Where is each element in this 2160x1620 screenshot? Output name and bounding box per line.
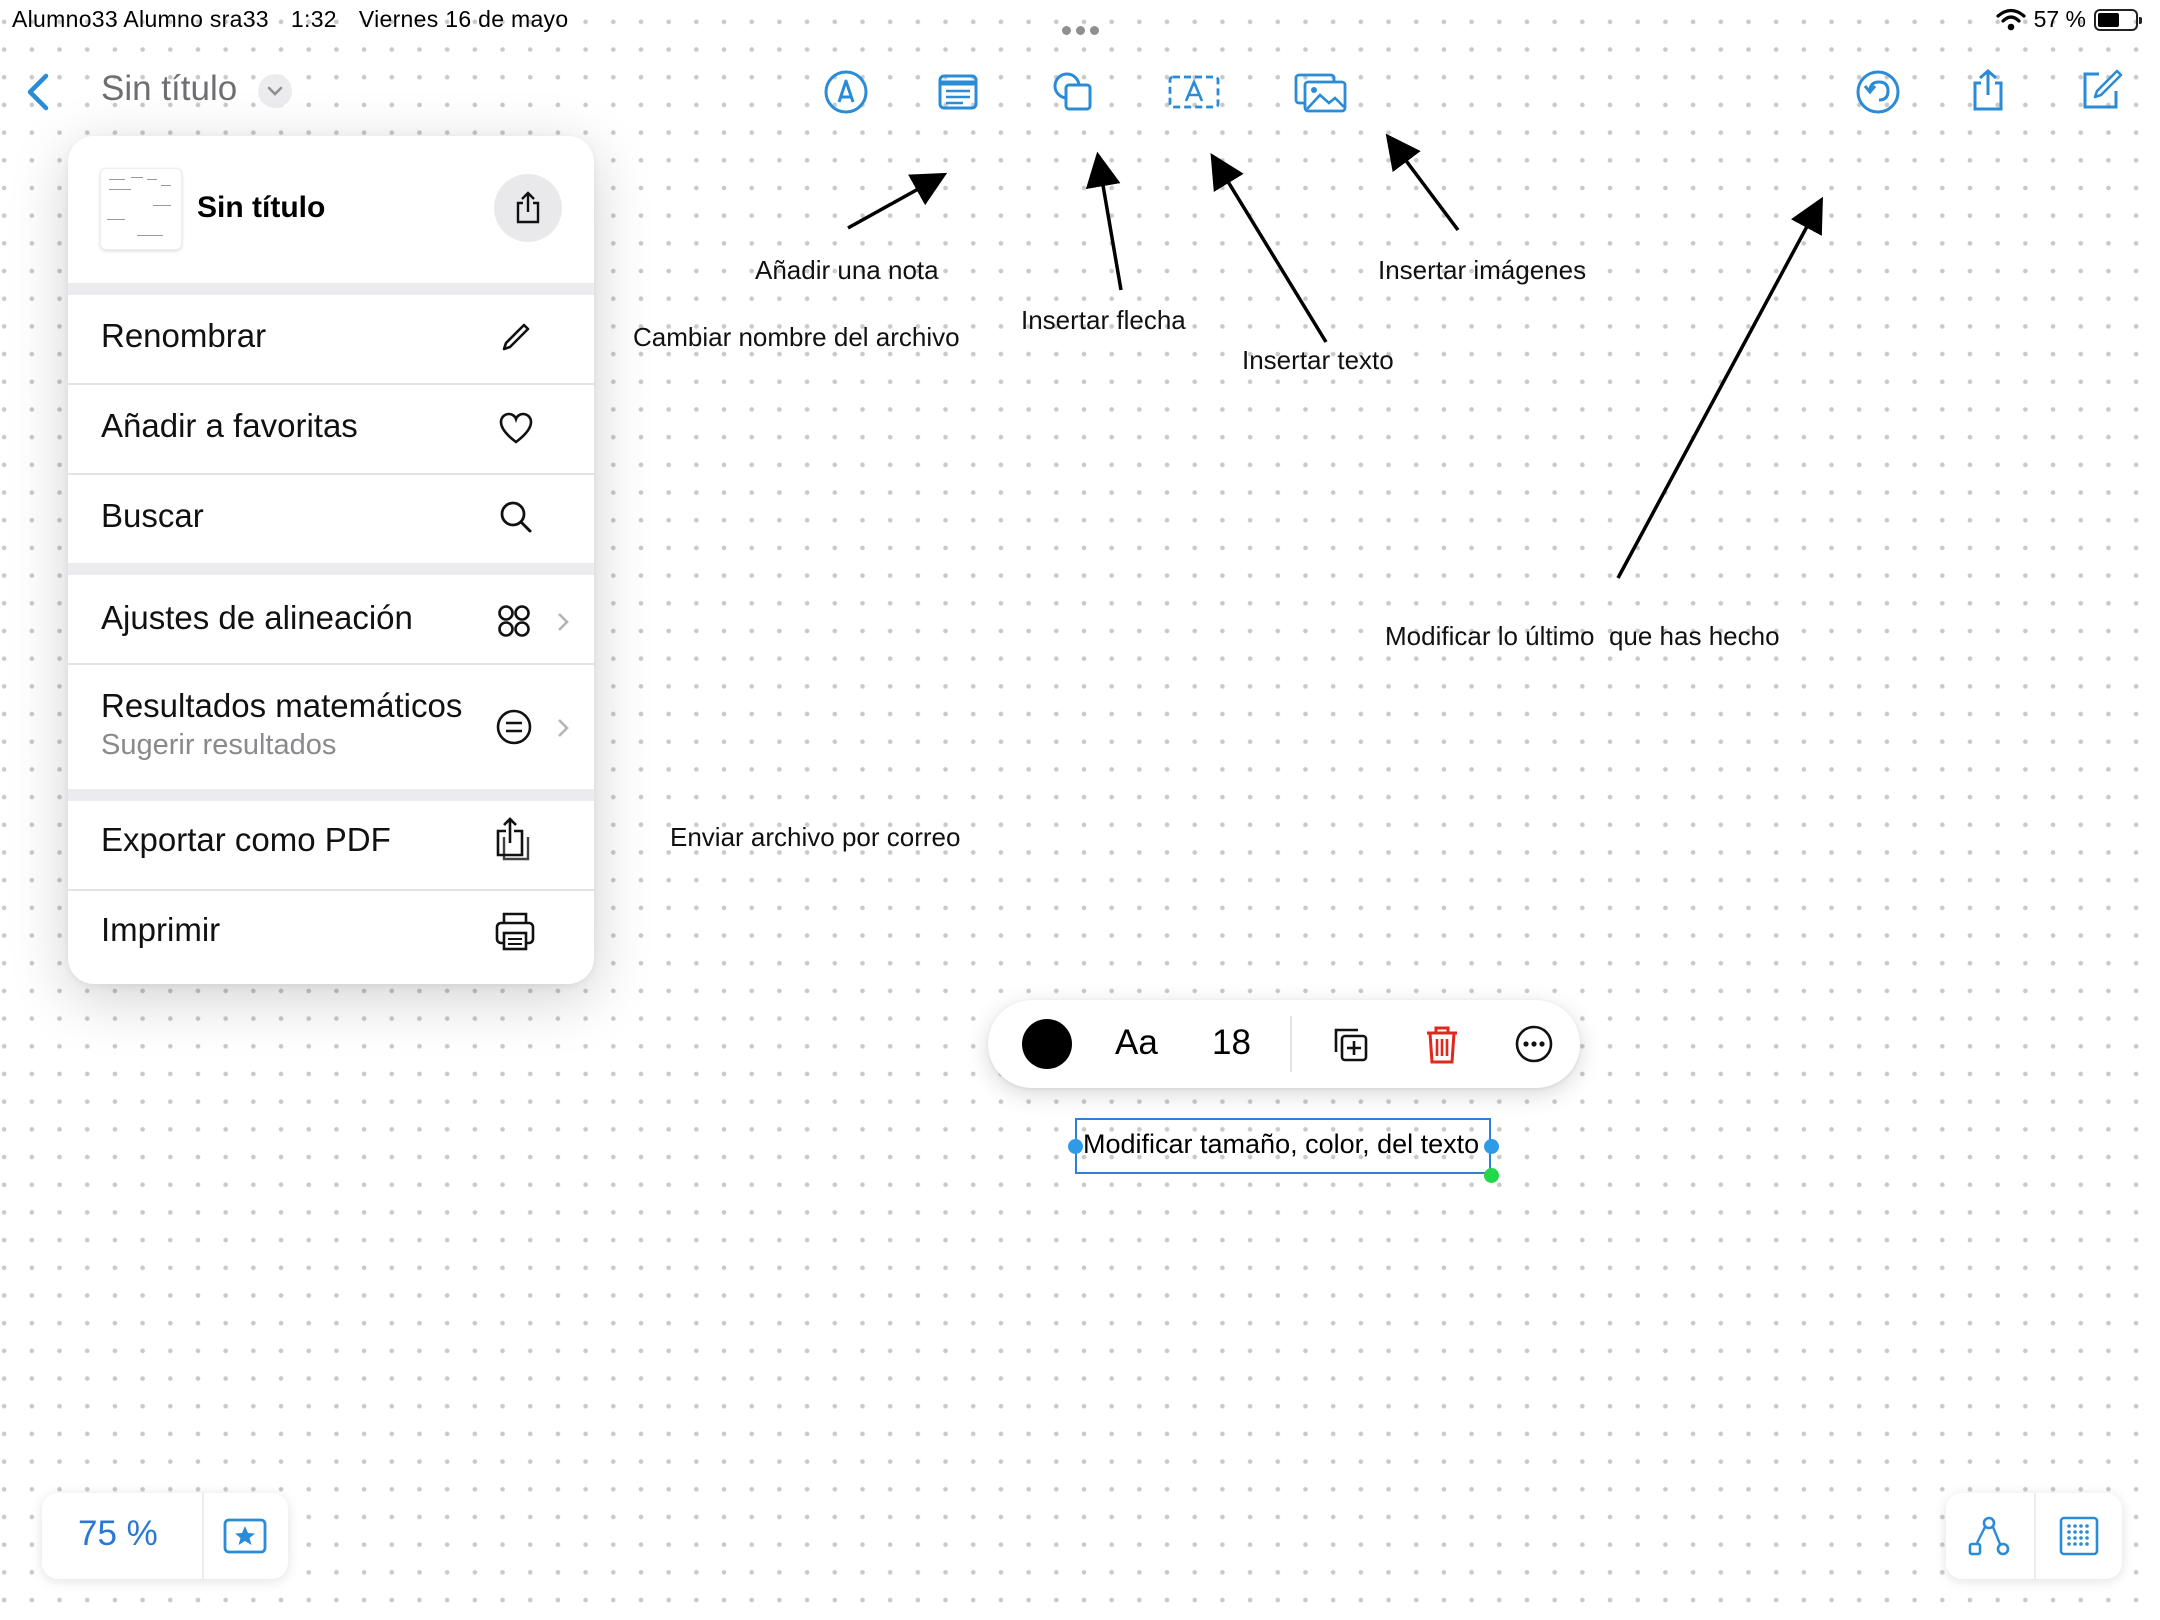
menu-item-label: Ajustes de alineación (101, 599, 413, 636)
menu-item-label: Imprimir (101, 911, 221, 948)
chevron-right-icon (558, 719, 569, 737)
compose-icon[interactable] (2070, 60, 2130, 120)
menu-item-export-pdf[interactable]: Exportar como PDF (68, 801, 594, 889)
battery-percent: 57 % (2033, 6, 2086, 32)
menu-item-label: Exportar como PDF (101, 821, 391, 858)
resize-handle-corner[interactable] (1484, 1168, 1499, 1183)
annotation-text[interactable]: Insertar texto (1242, 345, 1394, 375)
menu-separator (68, 789, 594, 801)
status-time: 1:32 (290, 6, 337, 32)
text-box-icon[interactable] (1164, 62, 1224, 122)
zoom-level[interactable]: 75 % (78, 1514, 158, 1553)
battery-icon (2094, 8, 2142, 31)
menu-share-button[interactable] (494, 174, 562, 242)
image-icon[interactable] (1290, 62, 1350, 122)
status-date: Viernes 16 de mayo (358, 6, 569, 32)
pencil-icon (502, 323, 530, 351)
menu-document-title: Sin título (197, 191, 326, 224)
printer-icon (495, 912, 535, 951)
note-icon[interactable] (928, 62, 988, 122)
menu-item-add-favorite[interactable]: Añadir a favoritas (68, 385, 594, 473)
undo-icon[interactable] (1848, 62, 1908, 122)
export-icon (496, 817, 530, 861)
document-thumbnail (100, 168, 182, 250)
connectors-icon[interactable] (1966, 1513, 2012, 1559)
bottom-right-controls (1946, 1493, 2122, 1579)
menu-divider (68, 663, 594, 665)
back-chevron-icon[interactable] (18, 68, 58, 116)
font-size-button[interactable]: 18 (1212, 1023, 1251, 1062)
annotation-arrow[interactable]: Insertar flecha (1021, 305, 1186, 335)
annotation-images[interactable]: Insertar imágenes (1378, 255, 1587, 285)
arrow-to-undo (1616, 196, 1823, 579)
share-icon (516, 191, 540, 224)
pen-marker-icon[interactable] (816, 62, 876, 122)
text-format-toolbar: Aa 18 (988, 1000, 1580, 1088)
search-icon (500, 501, 532, 533)
menu-item-label: Resultados matemáticos (101, 687, 463, 724)
menu-separator (68, 283, 594, 295)
shapes-icon[interactable] (1043, 62, 1103, 122)
controls-divider (2034, 1493, 2036, 1579)
annotation-note[interactable]: Añadir una nota (755, 255, 939, 285)
duplicate-icon[interactable] (1328, 1022, 1372, 1066)
menu-divider (68, 473, 594, 475)
menu-item-label: Buscar (101, 497, 204, 534)
menu-item-label: Renombrar (101, 317, 267, 354)
title-menu-chevron-icon[interactable] (258, 74, 292, 108)
menu-item-search[interactable]: Buscar (68, 475, 594, 563)
arrow-to-images (1385, 133, 1460, 232)
menu-header: Sin título (68, 136, 594, 284)
annotation-undo[interactable]: Modificar lo último que has hecho (1385, 621, 1780, 651)
font-button[interactable]: Aa (1115, 1023, 1158, 1062)
zoom-divider (202, 1493, 204, 1579)
annotation-rename[interactable]: Cambiar nombre del archivo (633, 322, 960, 352)
resize-handle-right[interactable] (1484, 1139, 1499, 1154)
document-menu-popover: Sin título Renombrar Añadir a favoritas … (68, 136, 594, 984)
more-options-icon[interactable] (1512, 1022, 1556, 1066)
menu-item-alignment-settings[interactable]: Ajustes de alineación (68, 575, 594, 667)
status-bar: Alumno33 Alumno sra33 1:32 Viernes 16 de m… (0, 0, 2160, 40)
zoom-control: 75 % (42, 1493, 288, 1579)
menu-divider (68, 889, 594, 891)
document-title[interactable]: Sin título (101, 69, 238, 108)
menu-item-label: Añadir a favoritas (101, 407, 358, 444)
favorites-star-icon[interactable] (222, 1513, 268, 1559)
arrow-to-shapes (1085, 151, 1123, 291)
resize-handle-left[interactable] (1068, 1139, 1083, 1154)
status-user: Alumno33 Alumno sra33 (12, 6, 269, 32)
annotation-email[interactable]: Enviar archivo por correo (670, 822, 961, 852)
menu-item-rename[interactable]: Renombrar (68, 295, 594, 383)
arrow-to-note (847, 172, 948, 230)
share-icon[interactable] (1958, 60, 2018, 120)
multitasking-dots-icon[interactable] (1062, 14, 1104, 41)
menu-item-math-results[interactable]: Resultados matemáticos Sugerir resultado… (68, 665, 594, 789)
menu-item-sublabel: Sugerir resultados (101, 729, 337, 761)
equals-icon (496, 709, 532, 745)
selected-text[interactable]: Modificar tamaño, color, del texto (1083, 1129, 1480, 1159)
menu-divider (68, 383, 594, 385)
menu-item-print[interactable]: Imprimir (68, 891, 594, 984)
trash-icon[interactable] (1420, 1022, 1464, 1066)
menu-separator (68, 563, 594, 575)
grid-circles-icon (498, 605, 530, 637)
arrow-to-textbox (1210, 153, 1328, 343)
chevron-right-icon (558, 613, 569, 631)
wifi-icon (1995, 8, 2026, 30)
status-left: Alumno33 Alumno sra33 1:32 Viernes 16 de m… (12, 6, 590, 33)
text-color-button[interactable] (1022, 1019, 1072, 1069)
toolbar-divider (1290, 1016, 1292, 1072)
grid-view-icon[interactable] (2056, 1513, 2102, 1559)
status-right: 57 % (1995, 6, 2142, 33)
heart-icon (499, 412, 533, 444)
